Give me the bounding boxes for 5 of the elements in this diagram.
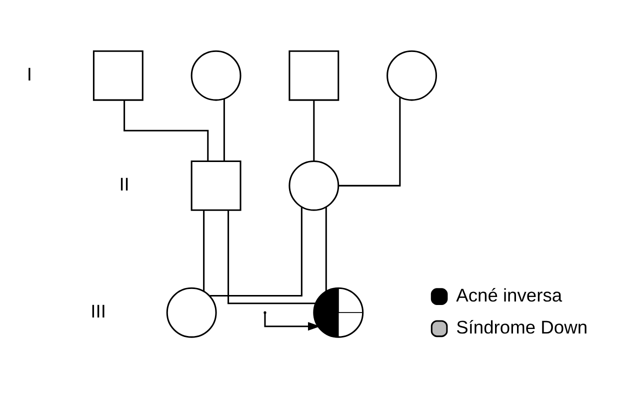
label: I	[26, 62, 32, 84]
legend-label: Acné inversa	[456, 284, 562, 305]
label: II	[119, 172, 130, 194]
legend-label: Síndrome Down	[456, 316, 588, 337]
label: III	[90, 300, 106, 321]
